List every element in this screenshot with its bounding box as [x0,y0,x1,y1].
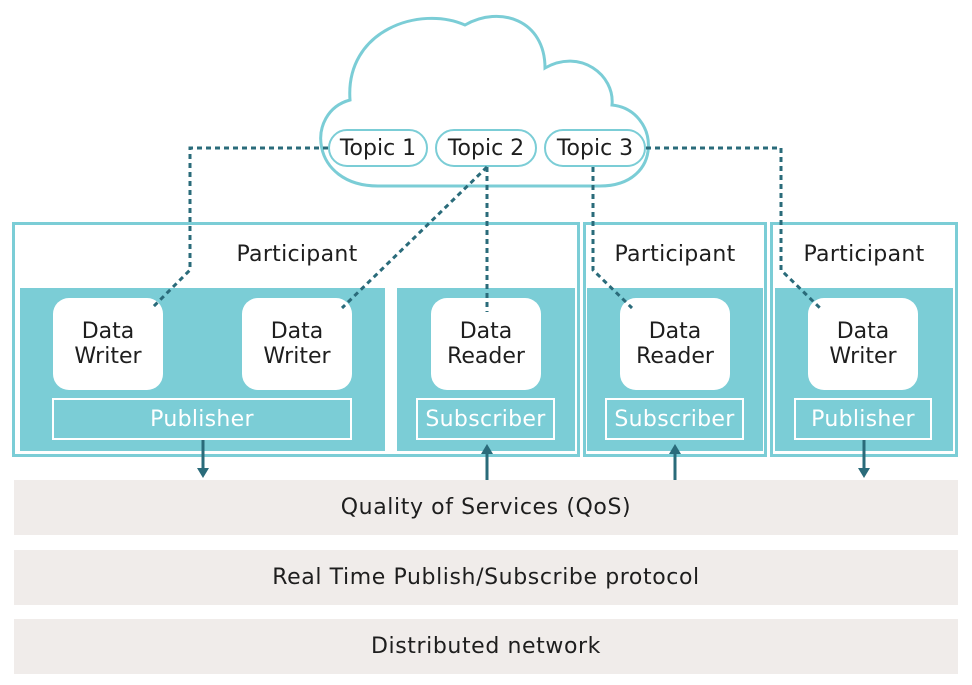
subscriber-1: Subscriber [416,398,555,440]
qos-layer: Quality of Services (QoS) [14,480,958,535]
arrow-publisher-1-head [197,468,209,478]
topic-2: Topic 2 [435,129,537,167]
participant-2-label: Participant [614,242,736,267]
data-reader-2: Data Reader [620,298,730,390]
data-reader-1: Data Reader [431,298,541,390]
data-writer-1-line2: Writer [74,344,142,369]
participant-3-label: Participant [803,242,925,267]
qos-layer-label: Quality of Services (QoS) [340,495,632,520]
topic-2-label: Topic 2 [447,135,525,161]
arrow-publisher-2-head [858,468,870,478]
data-reader-1-line1: Data [459,319,513,344]
data-reader-2-line2: Reader [636,344,714,369]
rtps-layer: Real Time Publish/Subscribe protocol [14,550,958,605]
data-writer-1: Data Writer [53,298,163,390]
data-writer-3: Data Writer [808,298,918,390]
publisher-2-label: Publisher [811,406,915,432]
publisher-1: Publisher [52,398,352,440]
topic-1-label: Topic 1 [339,135,417,161]
subscriber-1-label: Subscriber [425,406,546,432]
data-writer-3-line2: Writer [829,344,897,369]
topic-3: Topic 3 [544,129,646,167]
data-writer-3-line1: Data [836,319,890,344]
subscriber-2-label: Subscriber [614,406,735,432]
topic-1: Topic 1 [328,129,428,167]
network-layer: Distributed network [14,619,958,674]
publisher-2: Publisher [794,398,932,440]
topic-3-label: Topic 3 [556,135,634,161]
subscriber-2: Subscriber [605,398,744,440]
participant-1-label: Participant [236,242,358,267]
publisher-1-label: Publisher [150,406,254,432]
data-writer-2-line2: Writer [263,344,331,369]
data-reader-1-line2: Reader [447,344,525,369]
data-writer-2: Data Writer [242,298,352,390]
data-writer-2-line1: Data [270,319,324,344]
data-reader-2-line1: Data [648,319,702,344]
rtps-layer-label: Real Time Publish/Subscribe protocol [272,565,700,590]
data-writer-1-line1: Data [81,319,135,344]
network-layer-label: Distributed network [370,634,602,659]
